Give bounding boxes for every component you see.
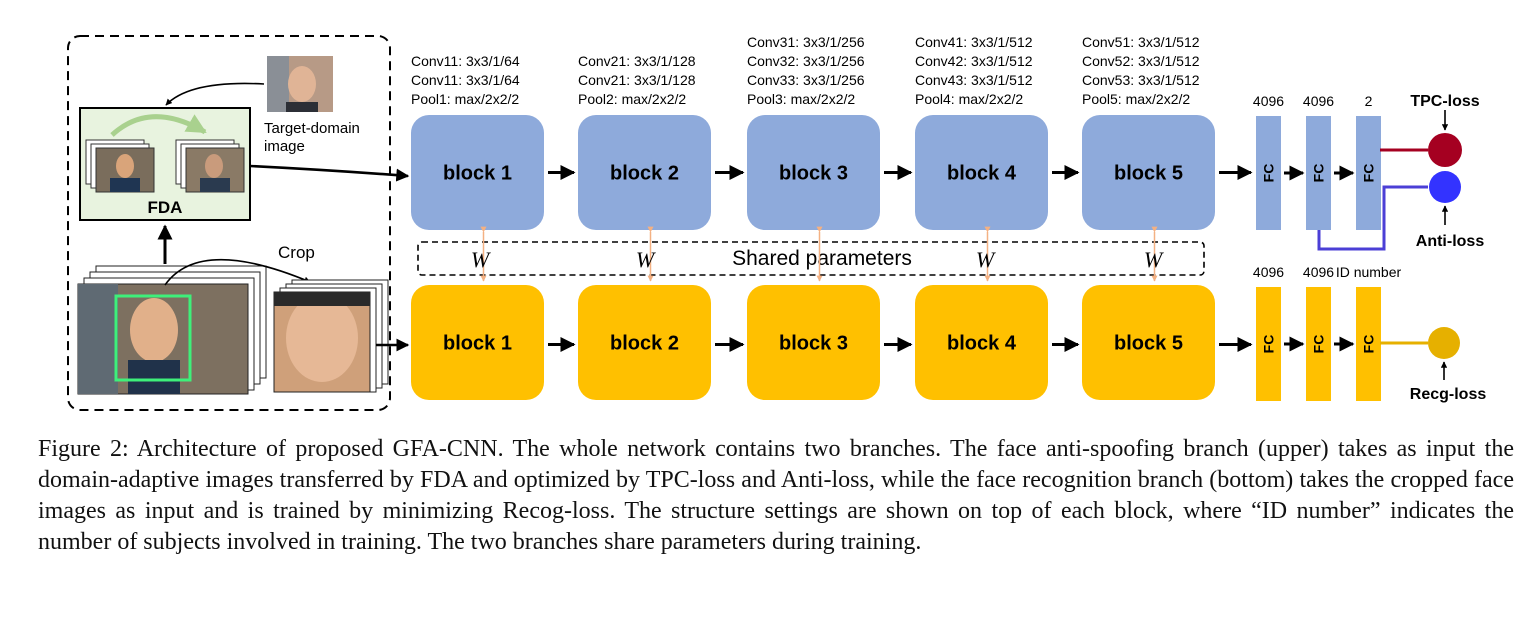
upper-fc-2 <box>1306 116 1331 230</box>
shared-parameters-box <box>417 241 1205 276</box>
block-2-spec-line: Conv21: 3x3/1/128 <box>578 72 696 88</box>
lower-fc-3-label: FC <box>1361 335 1377 354</box>
upper-block-5-label: block 5 <box>1114 163 1183 185</box>
upper-fc-3-size: 2 <box>1365 93 1373 109</box>
lower-block-1-label: block 1 <box>443 333 512 355</box>
upper-fc-2-size: 4096 <box>1303 93 1334 109</box>
upper-fc-1-size: 4096 <box>1253 93 1284 109</box>
lower-fc-3-size: ID number <box>1336 264 1402 280</box>
figure-caption: Figure 2: Architecture of proposed GFA-C… <box>38 436 1514 555</box>
upper-fc-1 <box>1256 116 1281 230</box>
shared-weight-symbol-1: W <box>471 247 491 272</box>
cropped-face-stack <box>273 279 389 393</box>
lower-fc-2-size: 4096 <box>1303 264 1334 280</box>
lower-block-2 <box>578 285 711 400</box>
tpc-loss-label: TPC-loss <box>1410 93 1479 110</box>
block-2-spec-line: Conv21: 3x3/1/128 <box>578 53 696 69</box>
lower-block-1 <box>411 285 544 400</box>
upper-block-3 <box>747 115 880 230</box>
shared-weight-symbol-5: W <box>1144 247 1164 272</box>
upper-block-5 <box>1082 115 1215 230</box>
lower-block-5 <box>1082 285 1215 400</box>
lower-block-2-label: block 2 <box>610 333 679 355</box>
lower-fc-1 <box>1256 287 1281 401</box>
tpc-loss-node <box>1428 133 1462 167</box>
upper-block-2 <box>578 115 711 230</box>
lower-fc-3 <box>1356 287 1381 401</box>
upper-fc-2-label: FC <box>1311 164 1327 183</box>
shared-weight-symbol-2: W <box>636 247 656 272</box>
input-panel <box>67 35 391 411</box>
lower-block-4-label: block 4 <box>947 333 1017 355</box>
block-2-spec-line: Pool2: max/2x2/2 <box>578 91 686 107</box>
target-domain-image <box>267 56 333 112</box>
block-5-spec-line: Conv52: 3x3/1/512 <box>1082 53 1200 69</box>
upper-block-4 <box>915 115 1048 230</box>
target-domain-label-line2: image <box>264 138 305 155</box>
anti-loss-label: Anti-loss <box>1416 233 1485 250</box>
upper-fc-3 <box>1356 116 1381 230</box>
lower-block-3-label: block 3 <box>779 333 848 355</box>
recg-loss-label: Recg-loss <box>1410 386 1487 403</box>
lower-fc-1-size: 4096 <box>1253 264 1284 280</box>
upper-block-1 <box>411 115 544 230</box>
crop-label: Crop <box>278 243 315 262</box>
block-3-spec-line: Conv32: 3x3/1/256 <box>747 53 865 69</box>
upper-block-1-label: block 1 <box>443 163 512 185</box>
fda-box: FDA <box>79 107 251 221</box>
lower-fc-1-label: FC <box>1261 335 1277 354</box>
block-4-spec-line: Conv43: 3x3/1/512 <box>915 72 1033 88</box>
upper-fc-3-label: FC <box>1361 164 1377 183</box>
fda-target-face-stack <box>175 139 245 193</box>
shared-parameters-label: Shared parameters <box>732 247 912 270</box>
lower-fc-2 <box>1306 287 1331 401</box>
upper-fc-1-label: FC <box>1261 164 1277 183</box>
architecture-diagram: FDA Target-domain image Crop Shared par <box>67 34 1487 411</box>
crop-box <box>114 294 192 382</box>
anti-connector-line <box>1317 185 1428 251</box>
block-3-spec-line: Conv33: 3x3/1/256 <box>747 72 865 88</box>
shared-weight-symbol-4: W <box>976 247 996 272</box>
recg-loss-node <box>1428 327 1460 359</box>
block-1-spec-line: Conv11: 3x3/1/64 <box>411 72 520 88</box>
source-image-stack <box>77 265 267 395</box>
lower-block-4 <box>915 285 1048 400</box>
block-1-spec-line: Conv11: 3x3/1/64 <box>411 53 520 69</box>
anti-loss-node <box>1429 171 1461 203</box>
block-4-spec-line: Conv41: 3x3/1/512 <box>915 34 1033 50</box>
lower-block-5-label: block 5 <box>1114 333 1183 355</box>
block-3-spec-line: Pool3: max/2x2/2 <box>747 91 855 107</box>
lower-block-3 <box>747 285 880 400</box>
crop-arrow <box>164 258 311 286</box>
block-4-spec-line: Conv42: 3x3/1/512 <box>915 53 1033 69</box>
fda-label: FDA <box>148 198 183 217</box>
upper-block-3-label: block 3 <box>779 163 848 185</box>
lower-fc-2-label: FC <box>1311 335 1327 354</box>
block-4-spec-line: Pool4: max/2x2/2 <box>915 91 1023 107</box>
target-to-fda-arrow <box>165 82 265 106</box>
block-5-spec-line: Conv53: 3x3/1/512 <box>1082 72 1200 88</box>
block-3-spec-line: Conv31: 3x3/1/256 <box>747 34 865 50</box>
block-1-spec-line: Pool1: max/2x2/2 <box>411 91 519 107</box>
block-5-spec-line: Conv51: 3x3/1/512 <box>1082 34 1200 50</box>
upper-block-4-label: block 4 <box>947 163 1017 185</box>
block-5-spec-line: Pool5: max/2x2/2 <box>1082 91 1190 107</box>
target-domain-label-line1: Target-domain <box>264 120 360 137</box>
upper-block-2-label: block 2 <box>610 163 679 185</box>
fda-output-arrow <box>249 164 410 182</box>
fda-source-face-stack <box>85 139 155 193</box>
